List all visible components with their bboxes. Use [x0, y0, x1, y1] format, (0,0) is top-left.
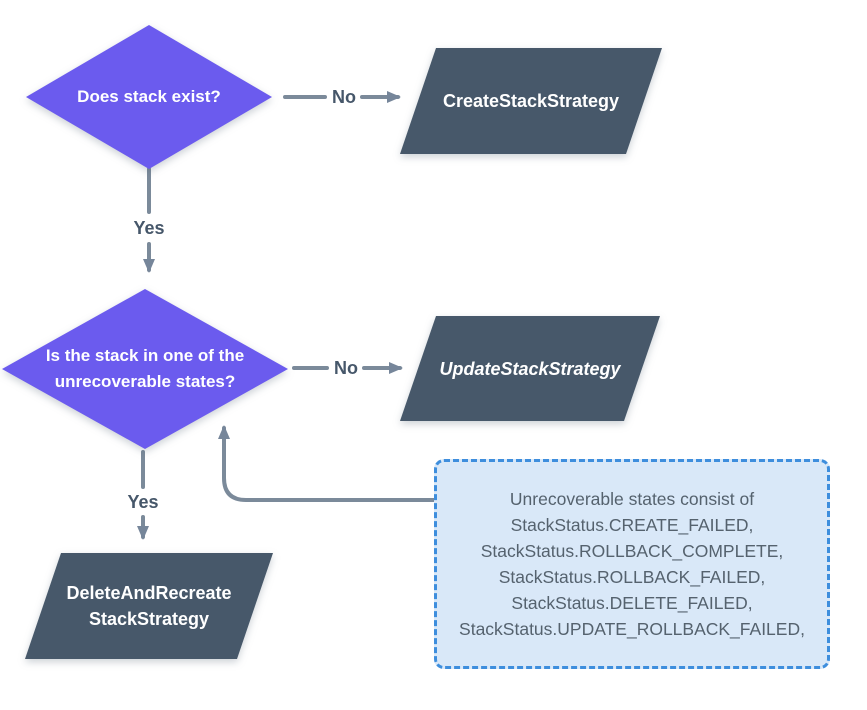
process-label-line1: DeleteAndRecreate [66, 583, 232, 603]
decision-label-line2: unrecoverable states? [54, 372, 236, 391]
edge-label-yes-2: Yes [127, 492, 159, 512]
process-shape: UpdateStackStrategy [400, 316, 660, 421]
edge-label-yes-1: Yes [133, 218, 165, 238]
decision-does-stack-exist: Does stack exist? [26, 25, 272, 169]
decision-label-line1: Is the stack in one of the [45, 346, 245, 365]
process-update-stack-strategy: UpdateStackStrategy [400, 316, 660, 421]
note-line: StackStatus.CREATE_FAILED, [510, 515, 754, 535]
edge-label-no-2: No [334, 358, 358, 378]
decision-unrecoverable-states: Is the stack in one of the unrecoverable… [2, 289, 288, 449]
edge-note-to-decision2 [218, 425, 436, 502]
note-line: StackStatus.ROLLBACK_COMPLETE, [480, 541, 784, 561]
note-line: StackStatus.ROLLBACK_FAILED, [498, 567, 766, 587]
note-unrecoverable-states: Unrecoverable states consist of StackSta… [434, 459, 830, 669]
decision-shape: Does stack exist? [26, 25, 272, 169]
process-shape: DeleteAndRecreate StackStrategy [25, 553, 273, 659]
note-line: StackStatus.UPDATE_ROLLBACK_FAILED, [459, 619, 805, 639]
process-delete-and-recreate-stack-strategy: DeleteAndRecreate StackStrategy [25, 553, 273, 659]
edge-label-no-1: No [332, 87, 356, 107]
process-label: UpdateStackStrategy [439, 358, 621, 379]
note-line: StackStatus.DELETE_FAILED, [511, 593, 753, 613]
process-create-stack-strategy: CreateStackStrategy [400, 48, 662, 154]
decision-shape: Is the stack in one of the unrecoverable… [2, 289, 288, 449]
process-label-line2: StackStrategy [88, 609, 210, 629]
process-label: CreateStackStrategy [442, 91, 620, 111]
note-line: Unrecoverable states consist of [509, 489, 755, 509]
process-shape: CreateStackStrategy [400, 48, 662, 154]
decision-label: Does stack exist? [77, 87, 221, 106]
